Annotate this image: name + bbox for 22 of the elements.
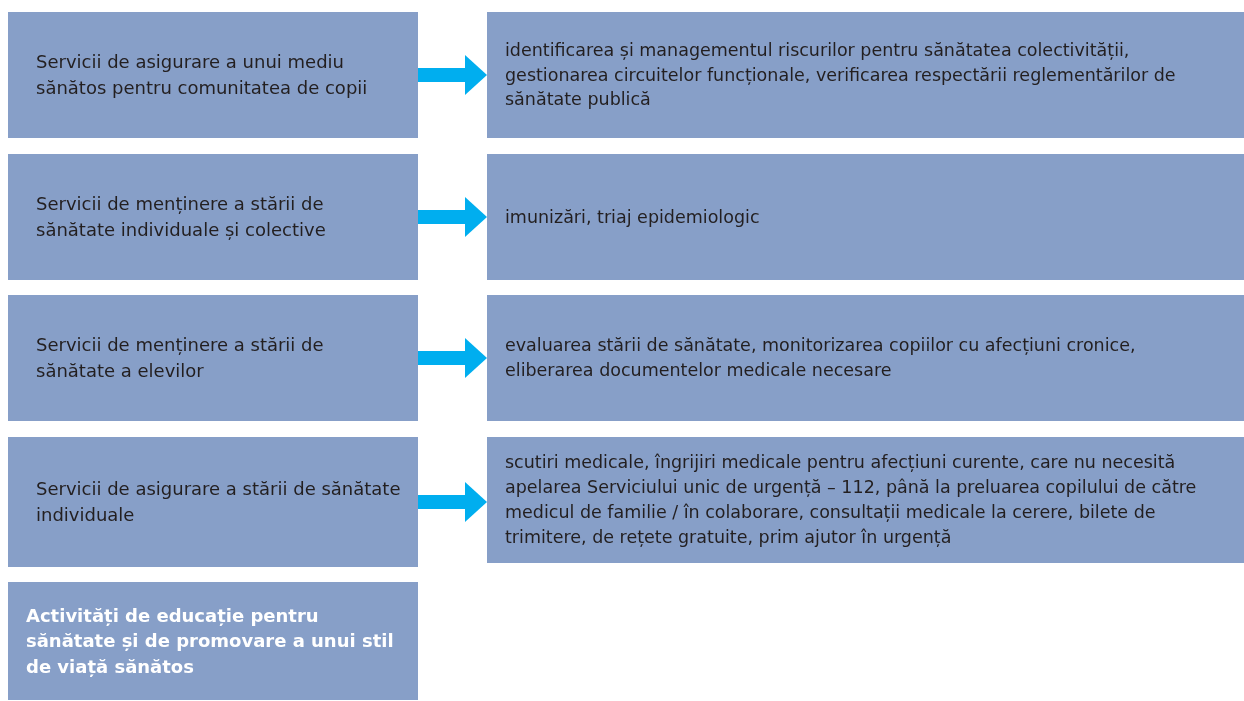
box-text: Servicii de menținere a stării de sănătate a elevilor — [36, 333, 325, 383]
box-text: imunizări, triaj epidemiologic — [505, 205, 761, 229]
arrow — [418, 338, 487, 378]
process-box — [487, 154, 1244, 280]
arrow — [418, 482, 487, 522]
process-box — [487, 12, 1244, 138]
box-text: Servicii de asigurare a stării de sănătate individuale — [36, 477, 402, 527]
box-text: evaluarea stării de sănătate, monitorizarea copiilor cu afecțiuni cronice, eliberarea documentelor medicale necesare — [505, 334, 1137, 382]
process-box — [8, 437, 418, 567]
process-box — [487, 437, 1244, 563]
process-box — [8, 12, 418, 138]
process-box — [487, 295, 1244, 421]
arrow — [418, 197, 487, 237]
process-box — [8, 154, 418, 280]
process-box — [8, 582, 418, 700]
box-text: identificarea și managementul riscurilor pentru sănătatea colectivității, gestionarea circuitelor funcționale, verificarea respectării reglementărilor de sănătate publică — [505, 38, 1177, 112]
box-text: Activități de educație pentru sănătate și de promovare a unui stil de viață sănătos — [26, 603, 394, 679]
box-text: Servicii de menținere a stării de sănătate individuale și colective — [36, 192, 327, 242]
box-text: Servicii de asigurare a unui mediu sănătos pentru comunitatea de copii — [36, 50, 369, 100]
arrow — [418, 55, 487, 95]
process-box — [8, 295, 418, 421]
box-text: scutiri medicale, îngrijiri medicale pentru afecțiuni curente, care nu necesită apelarea Serviciului unic de urgență – 112, până la preluarea copilului de către medicul de familie / în colaborare, consultații medicale la cerere, bilete de trimitere, de rețete gratuite, prim ajutor în urgență — [505, 451, 1198, 549]
